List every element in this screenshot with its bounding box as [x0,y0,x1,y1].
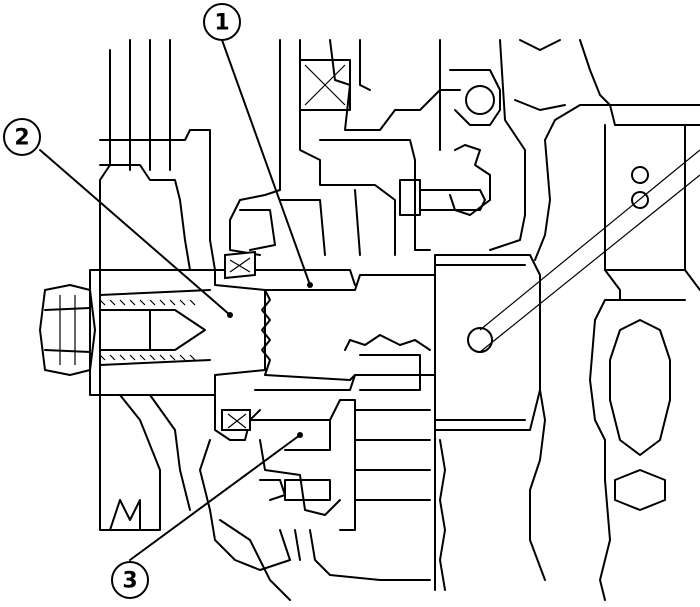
lower-housing [199,394,431,601]
hub [434,104,700,591]
crank [514,39,700,601]
callout-2-circle [3,118,41,156]
left-housing [99,39,256,531]
upper-housing [229,39,526,256]
seals [221,250,256,431]
callout-2: 2 [3,118,41,156]
callout-3: 3 [111,561,149,599]
leader-lines [39,39,313,561]
callout-1-circle [203,3,241,41]
callout-2-label: 2 [14,126,29,151]
callout-1: 1 [203,3,241,41]
callout-3-circle [111,561,149,599]
callout-1-label: 1 [214,11,229,36]
shaft [89,269,436,396]
callout-3-label: 3 [122,569,137,594]
bolt-head [39,284,96,376]
